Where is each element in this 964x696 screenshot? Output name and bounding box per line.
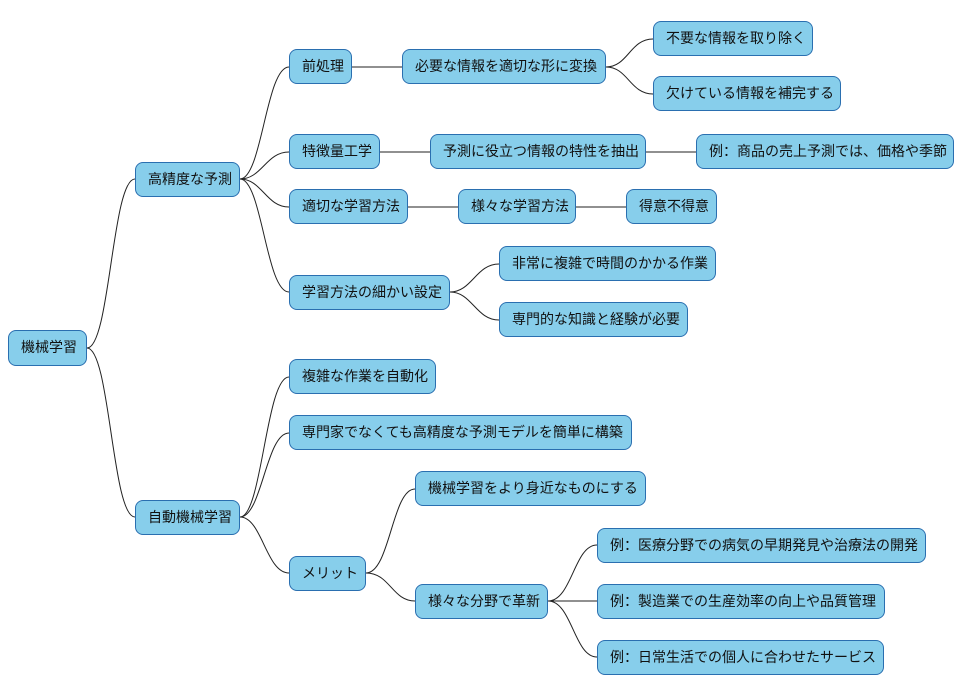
edge-root-high-accuracy bbox=[86, 178, 136, 349]
node-detailed-settings: 学習方法の細かい設定 bbox=[289, 275, 450, 310]
node-complement: 欠けている情報を補完する bbox=[653, 76, 841, 111]
node-learning-method: 適切な学習方法 bbox=[289, 189, 408, 224]
edge-transform-complement bbox=[605, 66, 654, 95]
edge-transform-remove bbox=[605, 38, 654, 68]
node-expertise: 専門的な知識と経験が必要 bbox=[499, 302, 688, 337]
node-automate: 複雑な作業を自動化 bbox=[289, 359, 436, 394]
edge-high-accuracy-settings bbox=[239, 178, 290, 293]
node-medical-example: 例：医療分野での病気の早期発見や治療法の開発 bbox=[597, 528, 926, 563]
edge-settings-expertise bbox=[449, 291, 500, 321]
edge-root-automl bbox=[86, 347, 136, 518]
edge-high-accuracy-method bbox=[239, 178, 290, 208]
node-transform: 必要な情報を適切な形に変換 bbox=[402, 49, 606, 84]
node-innovation: 様々な分野で革新 bbox=[415, 584, 548, 619]
edge-automl-nonexpert bbox=[239, 432, 290, 518]
edge-innovation-medical bbox=[547, 544, 598, 602]
node-various-methods: 様々な学習方法 bbox=[458, 189, 576, 224]
node-time-consuming: 非常に複雑で時間のかかる作業 bbox=[499, 246, 716, 281]
node-manufacturing-example: 例：製造業での生産効率の向上や品質管理 bbox=[597, 584, 885, 619]
node-strengths: 得意不得意 bbox=[626, 189, 717, 224]
node-merits: メリット bbox=[289, 556, 366, 591]
edge-high-accuracy-preprocessing bbox=[239, 66, 290, 180]
edge-settings-time bbox=[449, 263, 500, 293]
node-feature-engineering: 特徴量工学 bbox=[289, 134, 380, 169]
node-root: 機械学習 bbox=[8, 330, 87, 366]
edge-automl-merits bbox=[239, 516, 290, 574]
node-feature-example: 例：商品の売上予測では、価格や季節 bbox=[696, 134, 954, 169]
edge-merits-accessible bbox=[365, 488, 416, 574]
edge-high-accuracy-feature bbox=[239, 151, 290, 180]
node-remove: 不要な情報を取り除く bbox=[653, 21, 813, 56]
node-accessible: 機械学習をより身近なものにする bbox=[415, 471, 646, 506]
node-preprocessing: 前処理 bbox=[289, 49, 352, 84]
node-daily-life-example: 例：日常生活での個人に合わせたサービス bbox=[597, 640, 884, 675]
node-non-expert: 専門家でなくても高精度な予測モデルを簡単に構築 bbox=[289, 415, 632, 450]
edge-merits-innovation bbox=[365, 572, 416, 602]
node-automl: 自動機械学習 bbox=[135, 500, 240, 535]
edge-innovation-daily bbox=[547, 600, 598, 658]
node-high-accuracy: 高精度な予測 bbox=[135, 162, 240, 197]
edge-automl-automate bbox=[239, 376, 290, 518]
node-feature-extract: 予測に役立つ情報の特性を抽出 bbox=[430, 134, 646, 169]
